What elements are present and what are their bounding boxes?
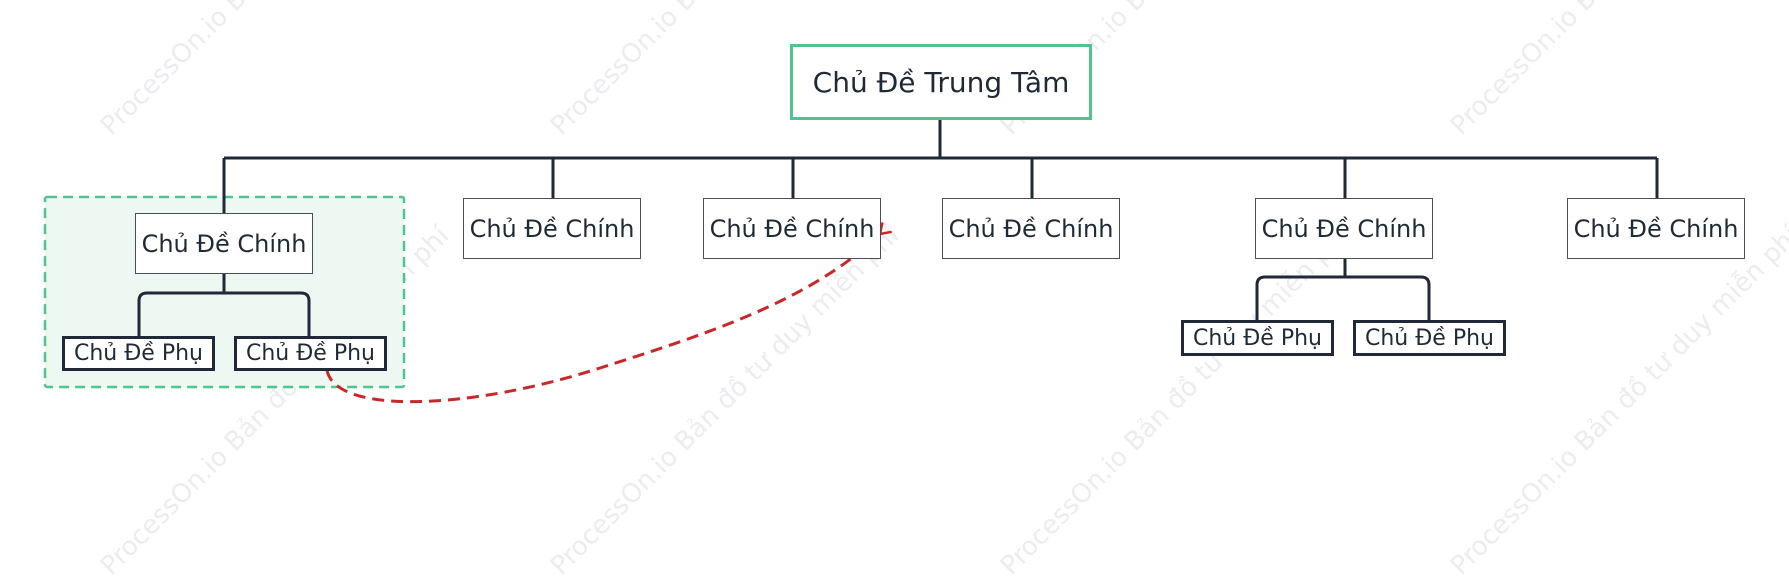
sub-topic-1-1[interactable]: Chủ Đề Phụ	[62, 336, 215, 371]
main-topic-2[interactable]: Chủ Đề Chính	[463, 198, 641, 259]
root-connector	[222, 119, 1659, 213]
sub-topic-1-2[interactable]: Chủ Đề Phụ	[234, 336, 387, 371]
sub-topic-5-2[interactable]: Chủ Đề Phụ	[1353, 320, 1506, 356]
branch-connector-group-5	[1255, 259, 1431, 320]
main-topic-1[interactable]: Chủ Đề Chính	[135, 213, 313, 274]
sub-topic-5-1[interactable]: Chủ Đề Phụ	[1181, 320, 1334, 356]
main-topic-4[interactable]: Chủ Đề Chính	[942, 198, 1120, 259]
main-topic-6[interactable]: Chủ Đề Chính	[1567, 198, 1745, 259]
main-topic-5[interactable]: Chủ Đề Chính	[1255, 198, 1433, 259]
branch-connector-group-1	[137, 274, 311, 336]
main-topic-3[interactable]: Chủ Đề Chính	[703, 198, 881, 259]
root-topic[interactable]: Chủ Đề Trung Tâm	[790, 44, 1092, 120]
relationship-line[interactable]	[325, 222, 892, 404]
